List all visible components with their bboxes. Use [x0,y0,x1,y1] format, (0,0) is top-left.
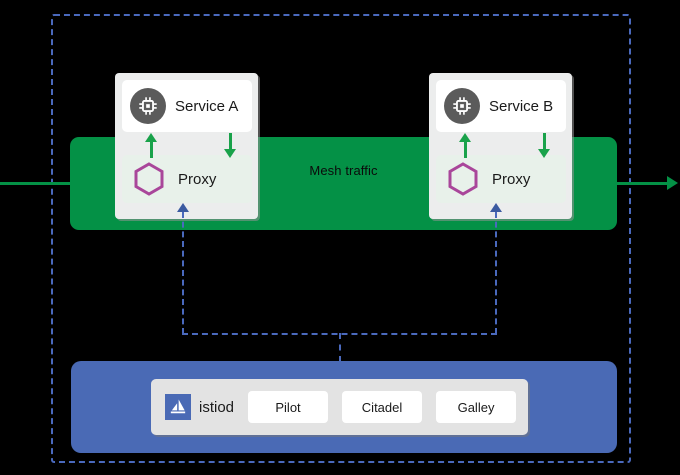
pod-b-outbound-arrow-icon [538,149,550,158]
proxy-label-a: Proxy [178,170,217,188]
pod-a-inbound-arrow-icon [145,133,157,142]
control-link-trunk [339,333,341,362]
mesh-traffic-line [255,182,440,185]
component-chip-citadel[interactable]: Citadel [342,391,423,423]
mesh-boundary [51,14,631,463]
pod-a-inbound-line [150,142,153,158]
chip-icon [444,88,480,124]
egress-traffic-line [540,182,670,185]
component-chip-pilot[interactable]: Pilot [248,391,329,423]
ingress-traffic-line [0,182,145,185]
control-link-b-vertical [495,212,497,334]
pod-a-outbound-arrow-icon [224,149,236,158]
istio-sailboat-icon [165,394,191,420]
control-link-a-arrow-icon [177,203,189,212]
mesh-traffic-label: Mesh traffic [309,163,378,178]
hexagon-icon [132,161,166,197]
proxy-box-a[interactable]: Proxy [122,155,252,203]
service-box-a[interactable]: Service A [122,80,252,132]
control-link-b-arrow-icon [490,203,502,212]
proxy-box-b[interactable]: Proxy [436,155,566,203]
component-chip-galley[interactable]: Galley [436,391,517,423]
istiod-bar: istiod Pilot Citadel Galley [151,379,528,435]
pod-b-inbound-line [464,142,467,158]
service-label-b: Service B [489,97,554,115]
hexagon-icon [446,161,480,197]
service-box-b[interactable]: Service B [436,80,566,132]
pod-b-outbound-line [543,133,546,151]
pod-b-inbound-arrow-icon [459,133,471,142]
proxy-label-b: Proxy [492,170,531,188]
egress-arrow-icon [667,176,678,190]
istiod-label: istiod [199,398,235,416]
service-label-a: Service A [175,97,239,115]
control-link-a-vertical [182,212,184,334]
pod-a-outbound-line [229,133,232,151]
chip-icon [130,88,166,124]
